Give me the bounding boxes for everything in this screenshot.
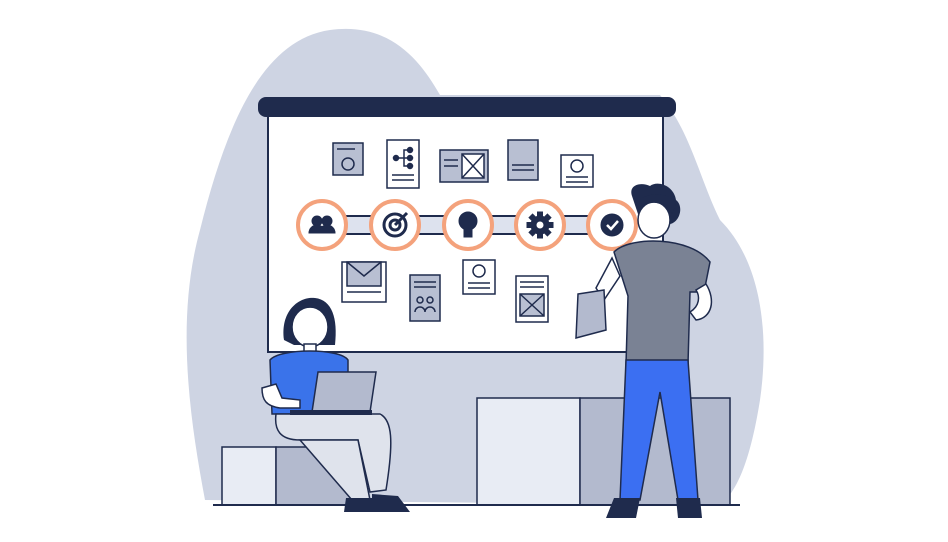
timeline-step <box>442 199 494 251</box>
timeline-step <box>514 199 566 251</box>
left-block-front <box>221 446 277 506</box>
woman-pants <box>274 413 392 493</box>
held-paper-icon <box>575 289 607 339</box>
woman-face <box>291 306 329 348</box>
flowchart-document-icon <box>386 139 420 189</box>
man-shoe <box>606 498 640 518</box>
text-document-icon <box>507 139 539 181</box>
target-icon <box>382 211 409 238</box>
timeline-step <box>296 199 348 251</box>
timeline-step <box>369 199 421 251</box>
image-document-icon <box>515 275 549 323</box>
smiley-card-icon <box>560 154 594 188</box>
whiteboard-header-bar <box>258 97 676 117</box>
timeline-steps <box>296 199 638 251</box>
envelope-icon <box>341 261 387 303</box>
man-shirt <box>613 240 711 365</box>
timeline-step <box>586 199 638 251</box>
laptop-icon[interactable] <box>311 371 377 413</box>
gear-icon <box>526 211 554 239</box>
man-standing-holding-paper <box>575 183 713 518</box>
checkmark-icon <box>600 213 624 237</box>
lightbulb-icon <box>458 211 478 238</box>
refresh-document-icon <box>332 142 364 176</box>
team-document-icon <box>409 274 441 322</box>
board-documents <box>332 139 594 323</box>
smiley-card-icon <box>462 259 496 295</box>
right-block-front <box>476 397 581 506</box>
image-document-icon <box>439 149 489 183</box>
man-head <box>637 201 671 239</box>
woman-sitting-with-laptop <box>261 297 410 512</box>
people-icon <box>308 215 336 234</box>
